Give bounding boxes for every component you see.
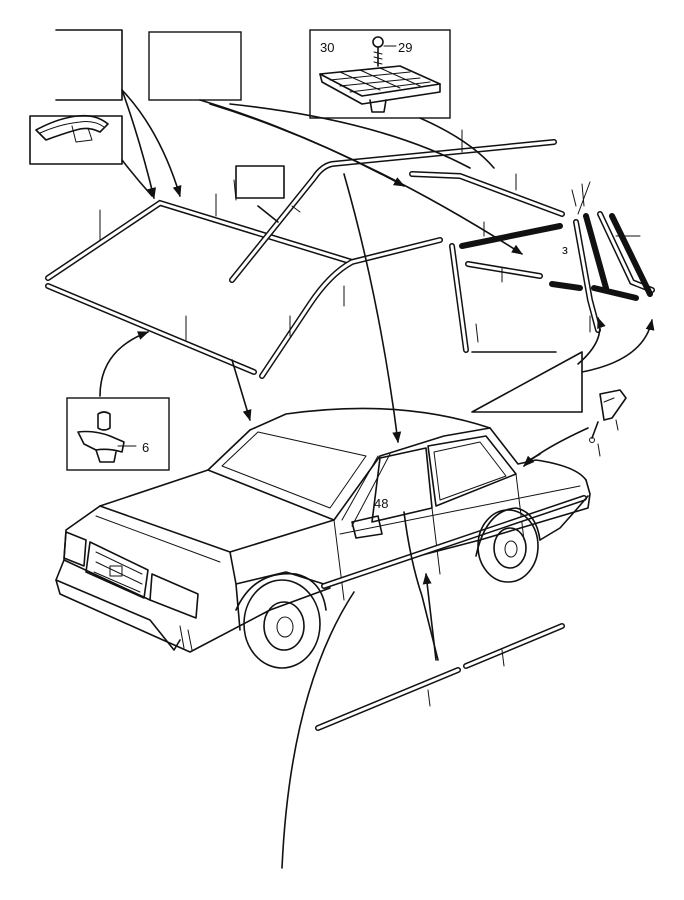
screw-icon bbox=[372, 36, 397, 67]
callout-6: 6 bbox=[142, 440, 149, 455]
callout-30: 30 bbox=[320, 40, 334, 55]
callout-29: 29 bbox=[398, 40, 412, 55]
door-frame-mouldings bbox=[409, 171, 655, 353]
clip-6-inset: 6 bbox=[66, 397, 170, 471]
callout-3: з bbox=[562, 242, 568, 257]
windshield-moulding-frame bbox=[45, 139, 557, 379]
trim-clip-part bbox=[523, 389, 627, 467]
car-illustration: 48 bbox=[55, 407, 591, 669]
label-box-right bbox=[471, 316, 655, 413]
clip-6-arrows bbox=[99, 331, 252, 422]
callout-48: 48 bbox=[374, 496, 388, 511]
guide-curves bbox=[121, 89, 523, 444]
label-box-mid bbox=[235, 165, 285, 199]
label-box-top-center bbox=[148, 31, 242, 101]
long-guide-curve bbox=[281, 591, 355, 869]
clip-inset: 30 29 bbox=[309, 29, 451, 119]
corner-piece-inset bbox=[29, 114, 123, 165]
clip-grid-icon bbox=[319, 65, 441, 113]
side-moulding-strips bbox=[315, 511, 565, 731]
label-box-top-left bbox=[55, 29, 123, 101]
